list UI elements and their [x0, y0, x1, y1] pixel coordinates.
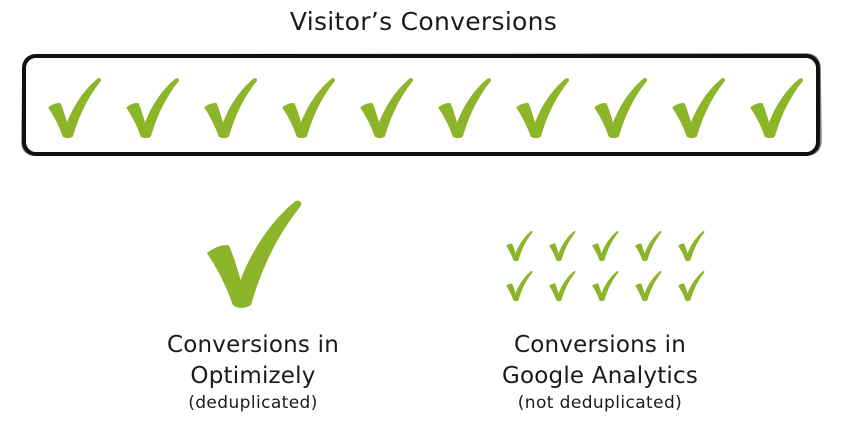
google-analytics-label-line1: Conversions in — [513, 332, 686, 358]
check-icon — [592, 76, 648, 140]
check-icon — [436, 76, 492, 140]
diagram-title: Visitor’s Conversions — [289, 7, 558, 36]
optimizely-note: (deduplicated) — [188, 393, 318, 413]
check-icon — [677, 230, 705, 262]
optimizely-label-line2: Optimizely — [190, 363, 316, 389]
check-icon — [634, 230, 662, 262]
optimizely-label-line1: Conversions in — [166, 332, 339, 358]
check-icon — [677, 270, 705, 302]
check-icon — [748, 76, 804, 140]
check-icon — [202, 76, 258, 140]
visitor-conversions-box — [22, 54, 820, 156]
optimizely-caption: Conversions in Optimizely (deduplicated) — [133, 330, 373, 414]
check-icon — [505, 230, 533, 262]
google-analytics-note: (not deduplicated) — [517, 393, 683, 413]
check-icon — [505, 270, 533, 302]
check-icon — [548, 270, 576, 302]
visitor-checks-row — [40, 70, 810, 144]
check-icon — [358, 76, 414, 140]
check-icon — [124, 76, 180, 140]
check-icon — [514, 76, 570, 140]
google-analytics-caption: Conversions in Google Analytics (not ded… — [465, 330, 735, 414]
check-icon — [591, 270, 619, 302]
check-icon — [634, 270, 662, 302]
check-icon — [46, 76, 102, 140]
check-icon — [548, 230, 576, 262]
optimizely-check-icon — [203, 196, 303, 316]
google-analytics-checks-grid — [505, 230, 705, 308]
check-icon — [670, 76, 726, 140]
check-icon — [591, 230, 619, 262]
check-icon — [280, 76, 336, 140]
google-analytics-label-line2: Google Analytics — [501, 363, 699, 389]
